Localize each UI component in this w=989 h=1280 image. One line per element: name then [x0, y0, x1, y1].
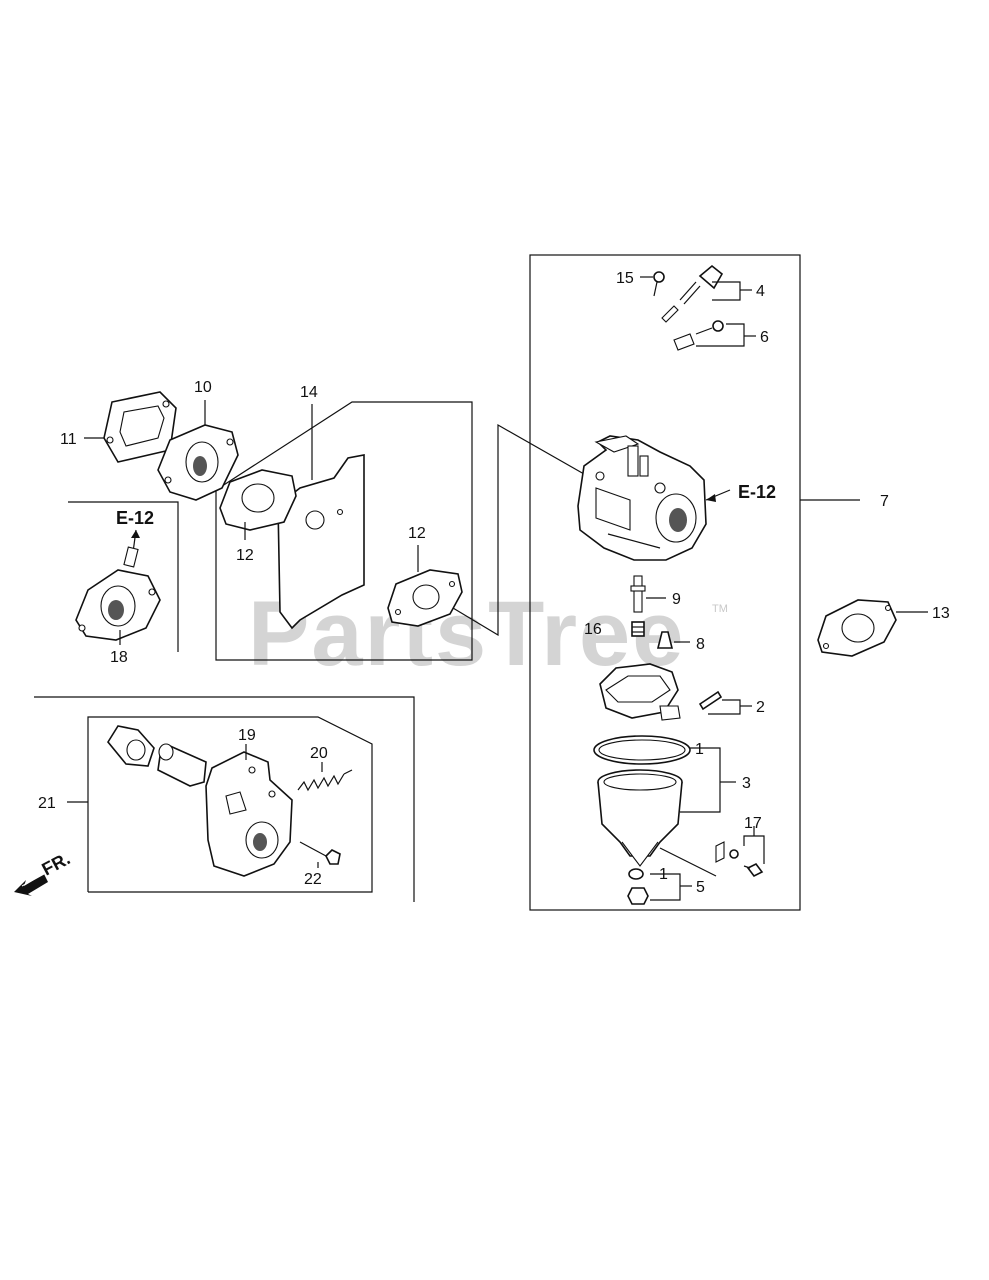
- callout-2: 2: [756, 699, 765, 716]
- part-17-drain-screw: [715, 826, 765, 878]
- callout-16: 16: [584, 621, 602, 638]
- part-2-float-pin: [698, 690, 752, 715]
- callout-9: 9: [672, 591, 681, 608]
- watermark-tm: TM: [712, 603, 728, 615]
- callout-7: 7: [880, 493, 889, 510]
- callout-11: 11: [60, 431, 77, 448]
- part-21-assembly: [107, 725, 293, 877]
- callout-18: 18: [110, 649, 128, 666]
- callout-10: 10: [194, 379, 212, 396]
- part-11-gasket: [84, 391, 177, 463]
- callout-15: 15: [616, 270, 634, 287]
- part-15-screw: [640, 271, 665, 297]
- callout-20: 20: [310, 745, 328, 762]
- front-direction-arrow: [14, 873, 48, 896]
- ref-e12-left: E-12: [116, 508, 154, 528]
- callout-13: 13: [932, 605, 950, 622]
- callout-3: 3: [742, 775, 751, 792]
- frame-18-group: [68, 501, 179, 652]
- part-14-plate: [277, 404, 365, 630]
- connector-line: [447, 423, 585, 637]
- part-22-screw: [299, 841, 341, 868]
- part-1-oring: [593, 735, 710, 765]
- callout-22: 22: [304, 871, 322, 888]
- part-6-stop-screw: [673, 320, 756, 351]
- part-10-insulator: [157, 400, 239, 501]
- frame-plate-group: [215, 401, 473, 661]
- carburetor-body: [577, 435, 707, 561]
- part-12-gasket-right: [387, 545, 463, 627]
- part-3-float-chamber: [597, 747, 736, 867]
- frame-21: [34, 696, 415, 902]
- callout-19: 19: [238, 727, 256, 744]
- part-12-gasket-left: [219, 469, 297, 540]
- callout-14: 14: [300, 384, 318, 401]
- callout-1b: 1: [659, 866, 668, 883]
- callout-12a: 12: [236, 547, 254, 564]
- callout-1a: 1: [695, 741, 704, 758]
- callout-5: 5: [696, 879, 705, 896]
- part-16-jet: [631, 621, 645, 637]
- part-8-float-valve: [656, 631, 690, 649]
- callout-21: 21: [38, 795, 56, 812]
- callout-12b: 12: [408, 525, 426, 542]
- float: [599, 663, 681, 721]
- part-18-insulator: [75, 529, 161, 645]
- callout-17: 17: [744, 815, 762, 832]
- ref-e12-right-arrow: [705, 489, 731, 502]
- part-9-nozzle: [630, 575, 666, 613]
- ref-e12-right: E-12: [738, 482, 776, 502]
- callout-8: 8: [696, 636, 705, 653]
- part-4-pilot-screw: [661, 264, 752, 323]
- part-20-spring: [297, 762, 353, 792]
- part-5-drain-bolt: [627, 847, 717, 905]
- frame-carburetor: [529, 254, 860, 911]
- callout-6: 6: [760, 329, 769, 346]
- callout-4: 4: [756, 283, 765, 300]
- part-13-gasket: [817, 599, 928, 657]
